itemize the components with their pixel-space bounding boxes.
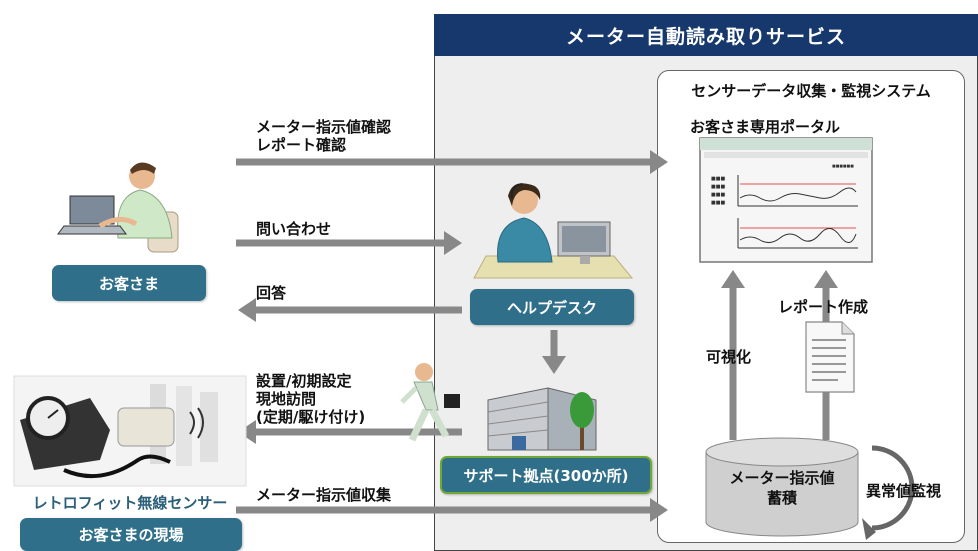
customer-pill: お客さま — [52, 265, 206, 301]
sensor-caption: レトロフィット無線センサー — [32, 494, 228, 512]
svg-text:■■■: ■■■ — [711, 200, 725, 206]
service-title: メーター自動読み取りサービス — [434, 14, 978, 56]
flow-collect-label: メーター指示値収集 — [256, 486, 392, 504]
portal-screen-icon: ■■■■■■ ■■■ ■■■ ■■■ ■■■ — [699, 137, 873, 263]
arrow-collect — [236, 498, 668, 522]
arrow-check — [236, 150, 668, 174]
flow-answer-label: 回答 — [256, 284, 287, 302]
customer-laptop-icon — [57, 162, 179, 253]
svg-text:■■■■■■: ■■■■■■ — [832, 164, 854, 170]
meter-sensor-photo — [13, 375, 247, 487]
helpdesk-pill: ヘルプデスク — [470, 289, 634, 325]
arrow-visit — [238, 420, 462, 444]
flow-install-label-1: 設置/初期設定 — [256, 372, 352, 390]
flow-install-label-3: (定期/駆け付け) — [256, 408, 366, 426]
svg-text:■■■: ■■■ — [711, 184, 725, 190]
document-icon — [805, 321, 855, 393]
arrow-helpdesk-to-support — [542, 330, 566, 374]
database-label-line2: 蓄積 — [766, 489, 797, 507]
flow-inquiry-label: 問い合わせ — [256, 220, 332, 238]
anomaly-label: 異常値監視 — [866, 482, 942, 500]
flow-check-label-2: レポート確認 — [256, 136, 347, 154]
arrow-answer — [238, 298, 462, 322]
site-pill: お客さまの現場 — [20, 518, 242, 551]
flow-install-label-2: 現地訪問 — [256, 390, 317, 408]
visualize-label: 可視化 — [706, 348, 752, 366]
database-cylinder-icon — [705, 437, 859, 537]
helpdesk-operator-icon — [473, 183, 634, 279]
system-title: センサーデータ収集・監視システム — [691, 82, 931, 100]
flow-check-label-1: メーター指示値確認 — [256, 118, 392, 136]
support-pill: サポート拠点(300か所) — [440, 456, 652, 494]
arrow-inquiry — [236, 231, 462, 255]
cycle-arrow-icon — [862, 445, 915, 540]
svg-text:■■■: ■■■ — [711, 192, 725, 198]
database-label: メーター指示値 蓄積 — [706, 468, 858, 508]
arrow-visualize — [721, 270, 745, 440]
building-icon — [487, 387, 597, 451]
database-label-line1: メーター指示値 — [729, 469, 835, 487]
report-label: レポート作成 — [778, 298, 869, 316]
portal-title: お客さま専用ポータル — [690, 118, 841, 136]
walking-person-icon — [400, 363, 460, 442]
svg-text:■■■: ■■■ — [711, 176, 725, 182]
